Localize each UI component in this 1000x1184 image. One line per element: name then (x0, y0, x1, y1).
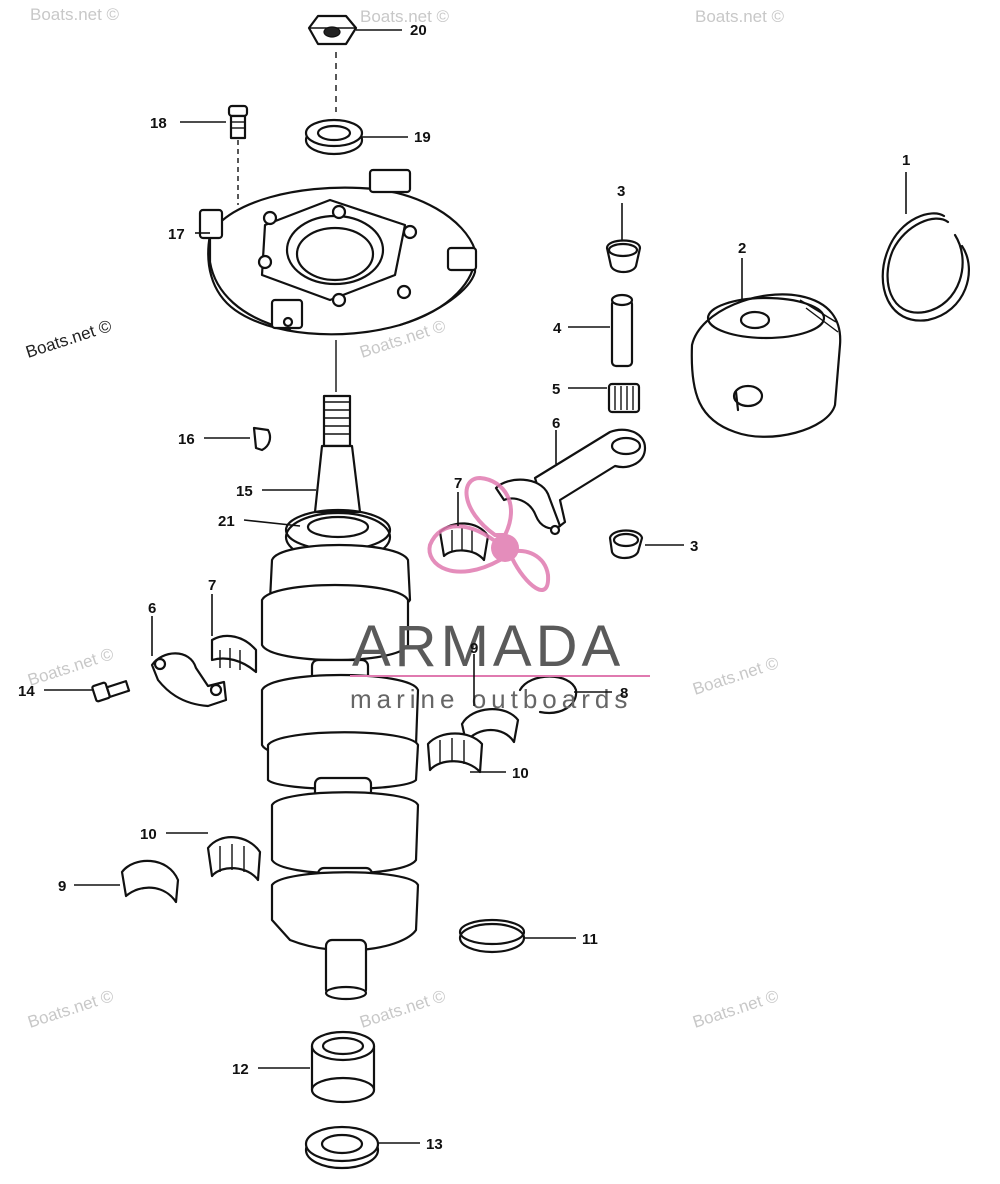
armada-logo: ARMADA marine outboards (350, 475, 650, 714)
watermark: Boats.net © (360, 7, 450, 26)
propeller-mark (427, 475, 551, 592)
part-rod-cap (150, 652, 228, 708)
watermark: Boats.net © (695, 7, 785, 26)
part-nut (307, 14, 358, 46)
callout-15: 15 (236, 483, 253, 500)
logo-tagline: marine outboards (350, 684, 632, 714)
part-crankshaft (260, 394, 420, 1001)
part-needle-bearing (607, 382, 641, 414)
watermark: Boats.net © (690, 986, 781, 1032)
part-piston-ring (881, 212, 970, 322)
part-key (252, 426, 272, 452)
part-seal-ring (304, 1125, 380, 1170)
callout-3: 3 (690, 538, 698, 555)
callout-18: 18 (150, 115, 167, 132)
part-retaining-ring (518, 675, 578, 714)
callout-9: 9 (470, 640, 478, 657)
part-ring (458, 918, 526, 954)
callout-6: 6 (148, 600, 156, 617)
callout-10: 10 (512, 765, 529, 782)
part-seal (304, 118, 364, 156)
callout-4: 4 (553, 320, 562, 337)
callout-8: 8 (620, 685, 628, 702)
part-screw (227, 104, 249, 140)
callout-11: 11 (582, 931, 598, 948)
part-bolt (91, 680, 131, 703)
callout-13: 13 (426, 1136, 443, 1153)
logo-name: ARMADA (352, 614, 624, 679)
part-bearing-race (460, 708, 520, 744)
callout-1: 1 (902, 152, 910, 169)
callout-20: 20 (410, 22, 427, 39)
part-bearing-cage (210, 634, 258, 674)
part-connecting-rod (494, 428, 647, 536)
part-piston (690, 293, 842, 438)
part-wrist-pin (610, 293, 634, 368)
callout-7: 7 (454, 475, 462, 492)
part-bearing-cage (438, 522, 490, 562)
callout-21: 21 (218, 513, 235, 530)
part-bearing-cage (206, 836, 262, 882)
part-bearing-race (120, 859, 180, 904)
callout-17: 17 (168, 226, 185, 243)
part-bushing (605, 239, 642, 274)
watermark: Boats.net © (23, 316, 114, 362)
callouts: 20 19 18 17 1 2 3 4 5 6 3 7 16 15 21 7 6… (18, 22, 910, 1153)
callout-9: 9 (58, 878, 66, 895)
callout-16: 16 (178, 431, 195, 448)
callout-19: 19 (414, 129, 431, 146)
part-bearing-cage (426, 732, 484, 774)
callout-12: 12 (232, 1061, 249, 1078)
part-needle-bearing (310, 1030, 376, 1104)
callout-6: 6 (552, 415, 560, 432)
watermark: Boats.net © (357, 986, 448, 1032)
watermark: Boats.net © (25, 986, 116, 1032)
watermark: Boats.net © (690, 653, 781, 699)
callout-3: 3 (617, 183, 625, 200)
callout-14: 14 (18, 683, 35, 700)
part-bushing (608, 529, 644, 560)
part-bearing-housing (198, 168, 478, 336)
leader-lines (44, 29, 907, 1144)
callout-2: 2 (738, 240, 746, 257)
callout-10: 10 (140, 826, 157, 843)
watermark: Boats.net © (30, 5, 120, 24)
callout-5: 5 (552, 381, 560, 398)
callout-7: 7 (208, 577, 216, 594)
